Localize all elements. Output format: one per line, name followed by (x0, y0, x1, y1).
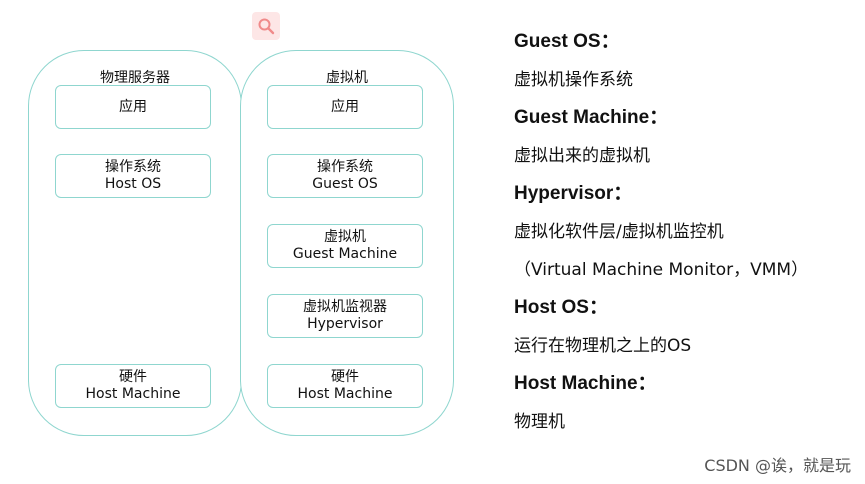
physical-os-label-cn: 操作系统 (105, 159, 161, 175)
def-term-host-os: Host OS： (514, 297, 608, 318)
def-desc-host-machine: 物理机 (514, 412, 565, 432)
virtual-hardware-label-en: Host Machine (297, 386, 393, 402)
physical-server-container: 物理服务器 应用 操作系统 Host OS 硬件 Host Machine (28, 50, 242, 436)
guest-os-box: 操作系统 Guest OS (267, 154, 423, 198)
def-desc-hypervisor-vmm: （Virtual Machine Monitor，VMM） (514, 260, 809, 280)
virtual-hardware-box: 硬件 Host Machine (267, 364, 423, 408)
def-term-guest-os: Guest OS： (514, 31, 620, 52)
physical-hardware-box: 硬件 Host Machine (55, 364, 211, 408)
physical-app-box: 应用 (55, 85, 211, 129)
physical-app-label: 应用 (119, 98, 147, 115)
def-desc-host-os: 运行在物理机之上的OS (514, 336, 692, 356)
definitions-list: Guest OS： 虚拟机操作系统 Guest Machine： 虚拟出来的虚拟… (514, 25, 854, 443)
guest-os-label-en: Guest OS (312, 176, 378, 192)
virtual-app-box: 应用 (267, 85, 423, 129)
hypervisor-label-en: Hypervisor (307, 316, 383, 332)
hypervisor-box: 虚拟机监视器 Hypervisor (267, 294, 423, 338)
guest-machine-box: 虚拟机 Guest Machine (267, 224, 423, 268)
virtual-machine-title: 虚拟机 (326, 70, 368, 86)
virtual-machine-container: 虚拟机 应用 操作系统 Guest OS 虚拟机 Guest Machine 虚… (240, 50, 454, 436)
def-term-host-machine: Host Machine： (514, 373, 657, 394)
virtual-app-label: 应用 (331, 98, 359, 115)
def-desc-guest-machine: 虚拟出来的虚拟机 (514, 146, 650, 166)
def-desc-hypervisor: 虚拟化软件层/虚拟机监控机 (514, 222, 724, 242)
hypervisor-label-cn: 虚拟机监视器 (303, 299, 387, 315)
magnifier-icon[interactable] (252, 12, 280, 40)
guest-machine-label-cn: 虚拟机 (324, 229, 366, 245)
guest-os-label-cn: 操作系统 (317, 159, 373, 175)
physical-hardware-label-cn: 硬件 (119, 369, 147, 385)
virtual-hardware-label-cn: 硬件 (331, 369, 359, 385)
def-desc-guest-os: 虚拟机操作系统 (514, 70, 633, 90)
physical-hardware-label-en: Host Machine (85, 386, 181, 402)
watermark: CSDN @诶，就是玩 (704, 456, 851, 475)
physical-os-box: 操作系统 Host OS (55, 154, 211, 198)
guest-machine-label-en: Guest Machine (292, 246, 398, 262)
def-term-guest-machine: Guest Machine： (514, 107, 669, 128)
physical-os-label-en: Host OS (104, 176, 162, 192)
def-term-hypervisor: Hypervisor： (514, 183, 633, 204)
physical-server-title: 物理服务器 (100, 70, 170, 86)
